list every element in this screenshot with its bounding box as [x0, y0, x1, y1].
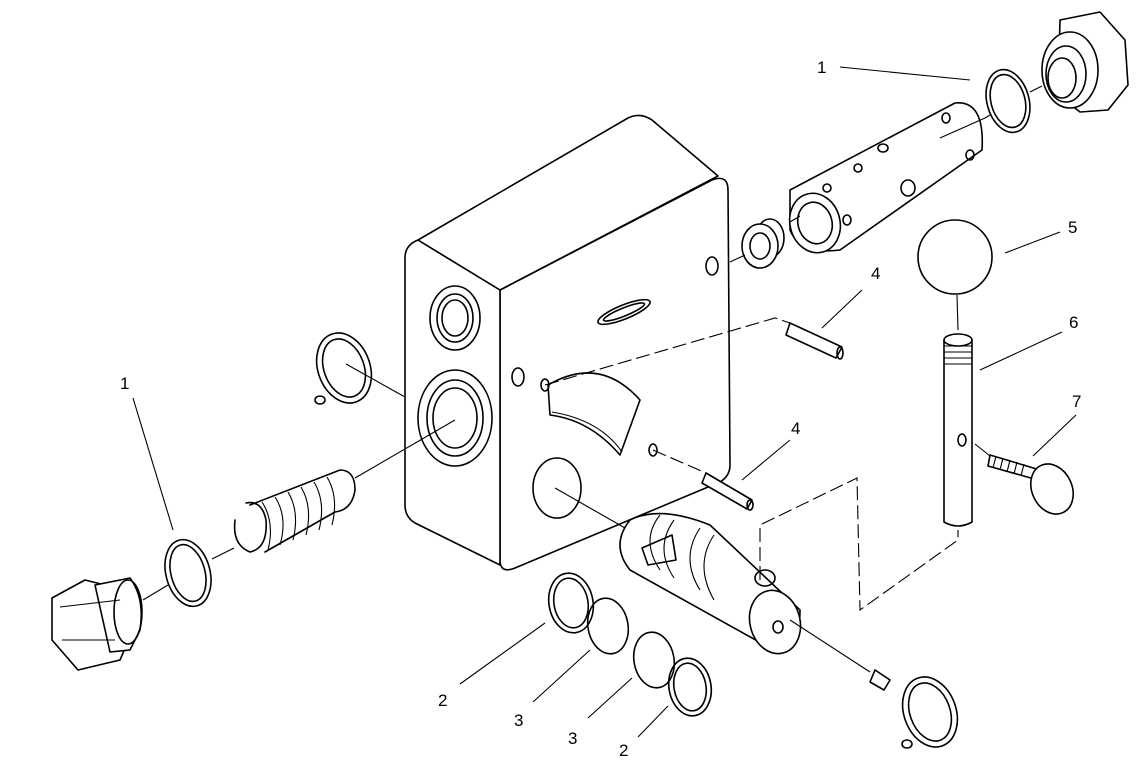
ball-and-shaft — [917, 219, 1074, 527]
callout-2-left: 2 — [438, 691, 447, 710]
callout-3-left: 3 — [514, 711, 523, 730]
seal-rings — [547, 572, 713, 717]
callout-4-upper: 4 — [871, 264, 880, 283]
callout-4-lower: 4 — [791, 419, 800, 438]
callout-7: 7 — [1072, 392, 1081, 411]
assembly-lines — [345, 117, 991, 673]
callout-1-top: 1 — [817, 58, 826, 77]
callout-3-right: 3 — [568, 729, 577, 748]
callout-1-left: 1 — [120, 374, 129, 393]
pins — [701, 322, 844, 511]
sleeve-assembly — [729, 11, 1129, 269]
left-assembly — [51, 332, 373, 671]
valve-body — [404, 114, 731, 571]
callout-5: 5 — [1068, 218, 1077, 237]
callout-labels: 1 1 2 2 3 3 4 4 5 6 7 — [120, 58, 1081, 760]
callout-6: 6 — [1069, 313, 1078, 332]
callout-2-right: 2 — [619, 741, 628, 760]
leader-lines — [132, 66, 1077, 738]
spool-assembly — [619, 512, 959, 749]
